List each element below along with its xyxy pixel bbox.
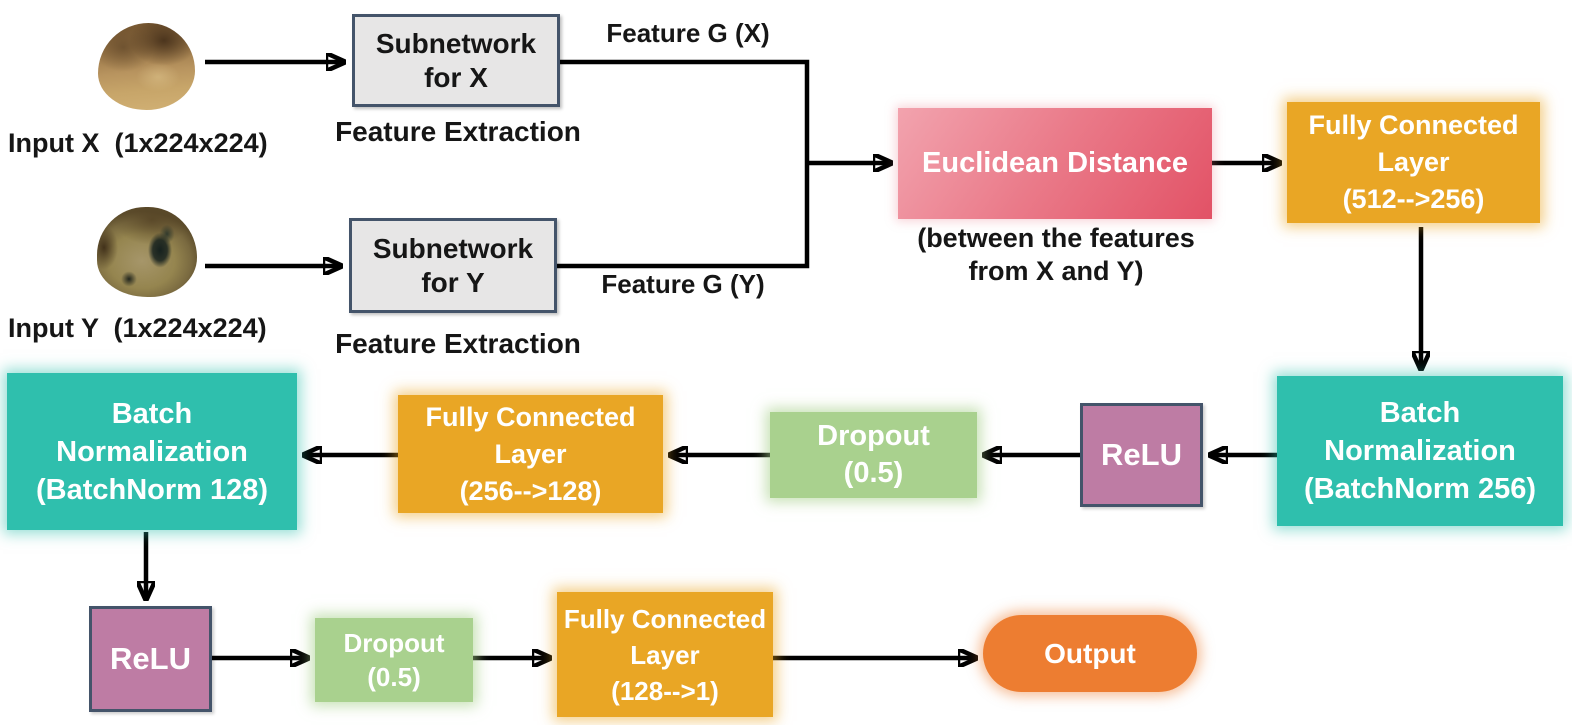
input-x-seed-photo <box>98 23 195 110</box>
feature-extraction-label-y: Feature Extraction <box>335 328 581 359</box>
batchnorm-128-box: Batch Normalization (BatchNorm 128) <box>7 373 297 530</box>
input-y-seed-photo <box>97 207 197 297</box>
relu-2-box: ReLU <box>89 606 212 712</box>
connector-feature-merge <box>557 59 810 269</box>
fc-layer-512-256-box: Fully Connected Layer (512-->256) <box>1287 102 1540 223</box>
feature-g-y-label: Feature G (Y) <box>601 269 765 299</box>
fc-layer-128-1-box: Fully Connected Layer (128-->1) <box>557 592 773 717</box>
batchnorm-256-box: Batch Normalization (BatchNorm 256) <box>1277 376 1563 526</box>
output-box: Output <box>983 615 1197 692</box>
dropout-2-box: Dropout (0.5) <box>315 618 473 702</box>
subnetwork-y-box: Subnetwork for Y <box>349 218 557 313</box>
euclidean-distance-box: Euclidean Distance <box>898 108 1212 219</box>
relu-1-box: ReLU <box>1080 403 1203 507</box>
feature-extraction-label-x: Feature Extraction <box>335 116 581 147</box>
subnetwork-x-box: Subnetwork for X <box>352 14 560 107</box>
dropout-1-box: Dropout (0.5) <box>770 412 977 498</box>
input-y-label: Input Y (1x224x224) <box>8 313 267 343</box>
fc-layer-256-128-box: Fully Connected Layer (256-->128) <box>398 395 663 513</box>
euclidean-note: (between the features from X and Y) <box>917 223 1195 286</box>
feature-g-x-label: Feature G (X) <box>606 18 770 48</box>
input-x-label: Input X (1x224x224) <box>8 128 268 158</box>
